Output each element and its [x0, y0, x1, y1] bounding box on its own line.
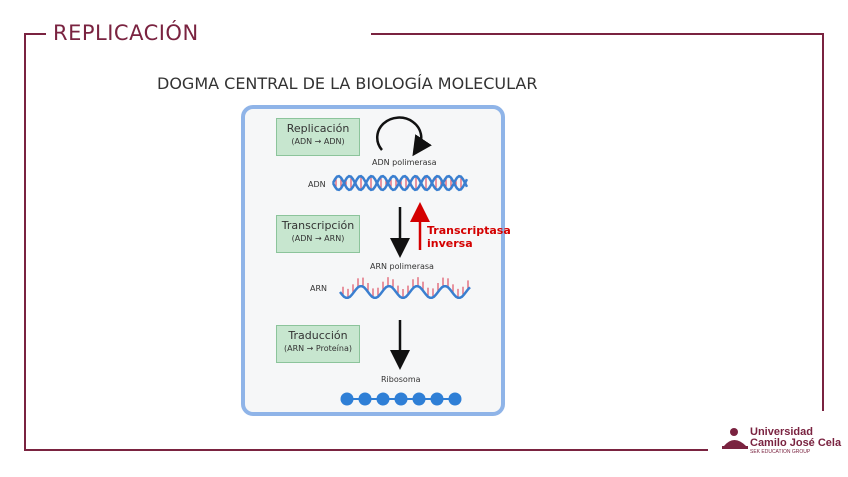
frame-top-left-line [24, 33, 46, 35]
step-transcription-sub: (ADN → ARN) [291, 234, 345, 243]
ucjc-logo [722, 428, 748, 449]
step-translation-box: Traducción (ARN → Proteína) [276, 325, 360, 363]
amino-acid-bead [412, 392, 426, 406]
logo-text-line3: SEK EDUCATION GROUP [750, 449, 811, 455]
frame-right-line [822, 33, 824, 411]
replication-circular-arrow-icon [375, 116, 432, 157]
reverse-transcriptase-label: Transcriptasa inversa [427, 224, 511, 250]
amino-acid-bead [340, 392, 354, 406]
step-translation-sub: (ARN → Proteína) [284, 344, 352, 353]
dna-strand-2 [331, 174, 469, 192]
reverse-transcriptase-line2: inversa [427, 237, 473, 250]
rna-polymerase-label: ARN polimerasa [370, 262, 434, 271]
logo-text-line1: Universidad [750, 426, 813, 438]
frame-bottom-line [24, 449, 708, 451]
dna-polymerase-label: ADN polimerasa [372, 158, 437, 167]
reverse-transcriptase-line1: Transcriptasa [427, 224, 511, 237]
dna-label: ADN [308, 180, 326, 189]
step-replication-box: Replicación (ADN → ADN) [276, 118, 360, 156]
ribosome-label: Ribosoma [381, 375, 421, 384]
rna-label: ARN [310, 284, 328, 293]
protein-chain [340, 392, 462, 406]
amino-acid-bead [376, 392, 390, 406]
amino-acid-bead [394, 392, 408, 406]
amino-acid-bead [358, 392, 372, 406]
step-transcription-box: Transcripción (ADN → ARN) [276, 215, 360, 253]
slide-subtitle: DOGMA CENTRAL DE LA BIOLOGÍA MOLECULAR [157, 74, 538, 93]
step-transcription-label: Transcripción [281, 219, 355, 232]
slide-title: REPLICACIÓN [53, 21, 199, 45]
step-translation-label: Traducción [288, 329, 348, 342]
rna-backbone [339, 284, 471, 300]
dna-double-helix [331, 174, 469, 192]
step-replication-label: Replicación [286, 122, 350, 135]
rna-strand [339, 277, 471, 300]
step-replication-sub: (ADN → ADN) [291, 137, 345, 146]
amino-acid-bead [448, 392, 462, 406]
amino-acid-bead [430, 392, 444, 406]
frame-top-right-line [371, 33, 824, 35]
diagram-panel [241, 105, 505, 416]
logo-text-line2: Camilo José Cela [750, 437, 842, 449]
frame-left-line [24, 33, 26, 451]
